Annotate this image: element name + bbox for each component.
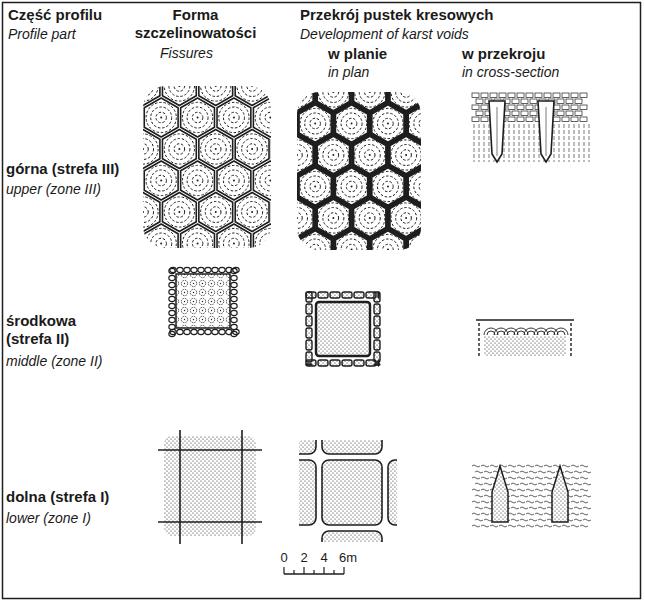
voids-cross-section-upper [472, 93, 589, 162]
column-header: Forma szczelinowatości [128, 6, 263, 42]
hexagonal-fissures [143, 86, 271, 248]
column-header: Część profilu [8, 6, 102, 24]
voids-cross-section-lower [472, 465, 591, 527]
column-subheader: in cross-section [462, 64, 559, 81]
column-header: Przekrój pustek kresowych [300, 6, 493, 24]
hexagonal-voids-plan [297, 92, 421, 250]
blocky-voids-plan [306, 292, 380, 366]
orthogonal-voids-plan [299, 440, 397, 542]
figure-frame [3, 3, 641, 599]
zone-label: górna (strefa III) [6, 160, 119, 178]
zone-label: lower (zone I) [6, 510, 91, 527]
column-subheader: w planie [328, 45, 387, 63]
column-subheader: w przekroju [462, 45, 545, 63]
column-subheader: in plan [328, 64, 369, 81]
scale-number: 4 [320, 550, 327, 566]
column-header: Development of karst voids [300, 26, 469, 43]
zone-label: upper (zone III) [6, 181, 101, 198]
scale-number: 6m [339, 550, 357, 566]
column-header: Fissures [160, 45, 213, 62]
scale-number: 0 [280, 550, 287, 566]
column-header: Profile part [8, 26, 76, 43]
ring-fissures [169, 267, 239, 336]
zone-label: dolna (strefa I) [6, 488, 109, 506]
scale-bar [284, 567, 344, 574]
scale-number: 2 [300, 550, 307, 566]
zone-label: środkowa (strefa II) [6, 312, 114, 348]
voids-cross-section-middle [476, 320, 574, 356]
zone-label: middle (zone II) [6, 353, 102, 370]
orthogonal-fissures [158, 430, 262, 544]
